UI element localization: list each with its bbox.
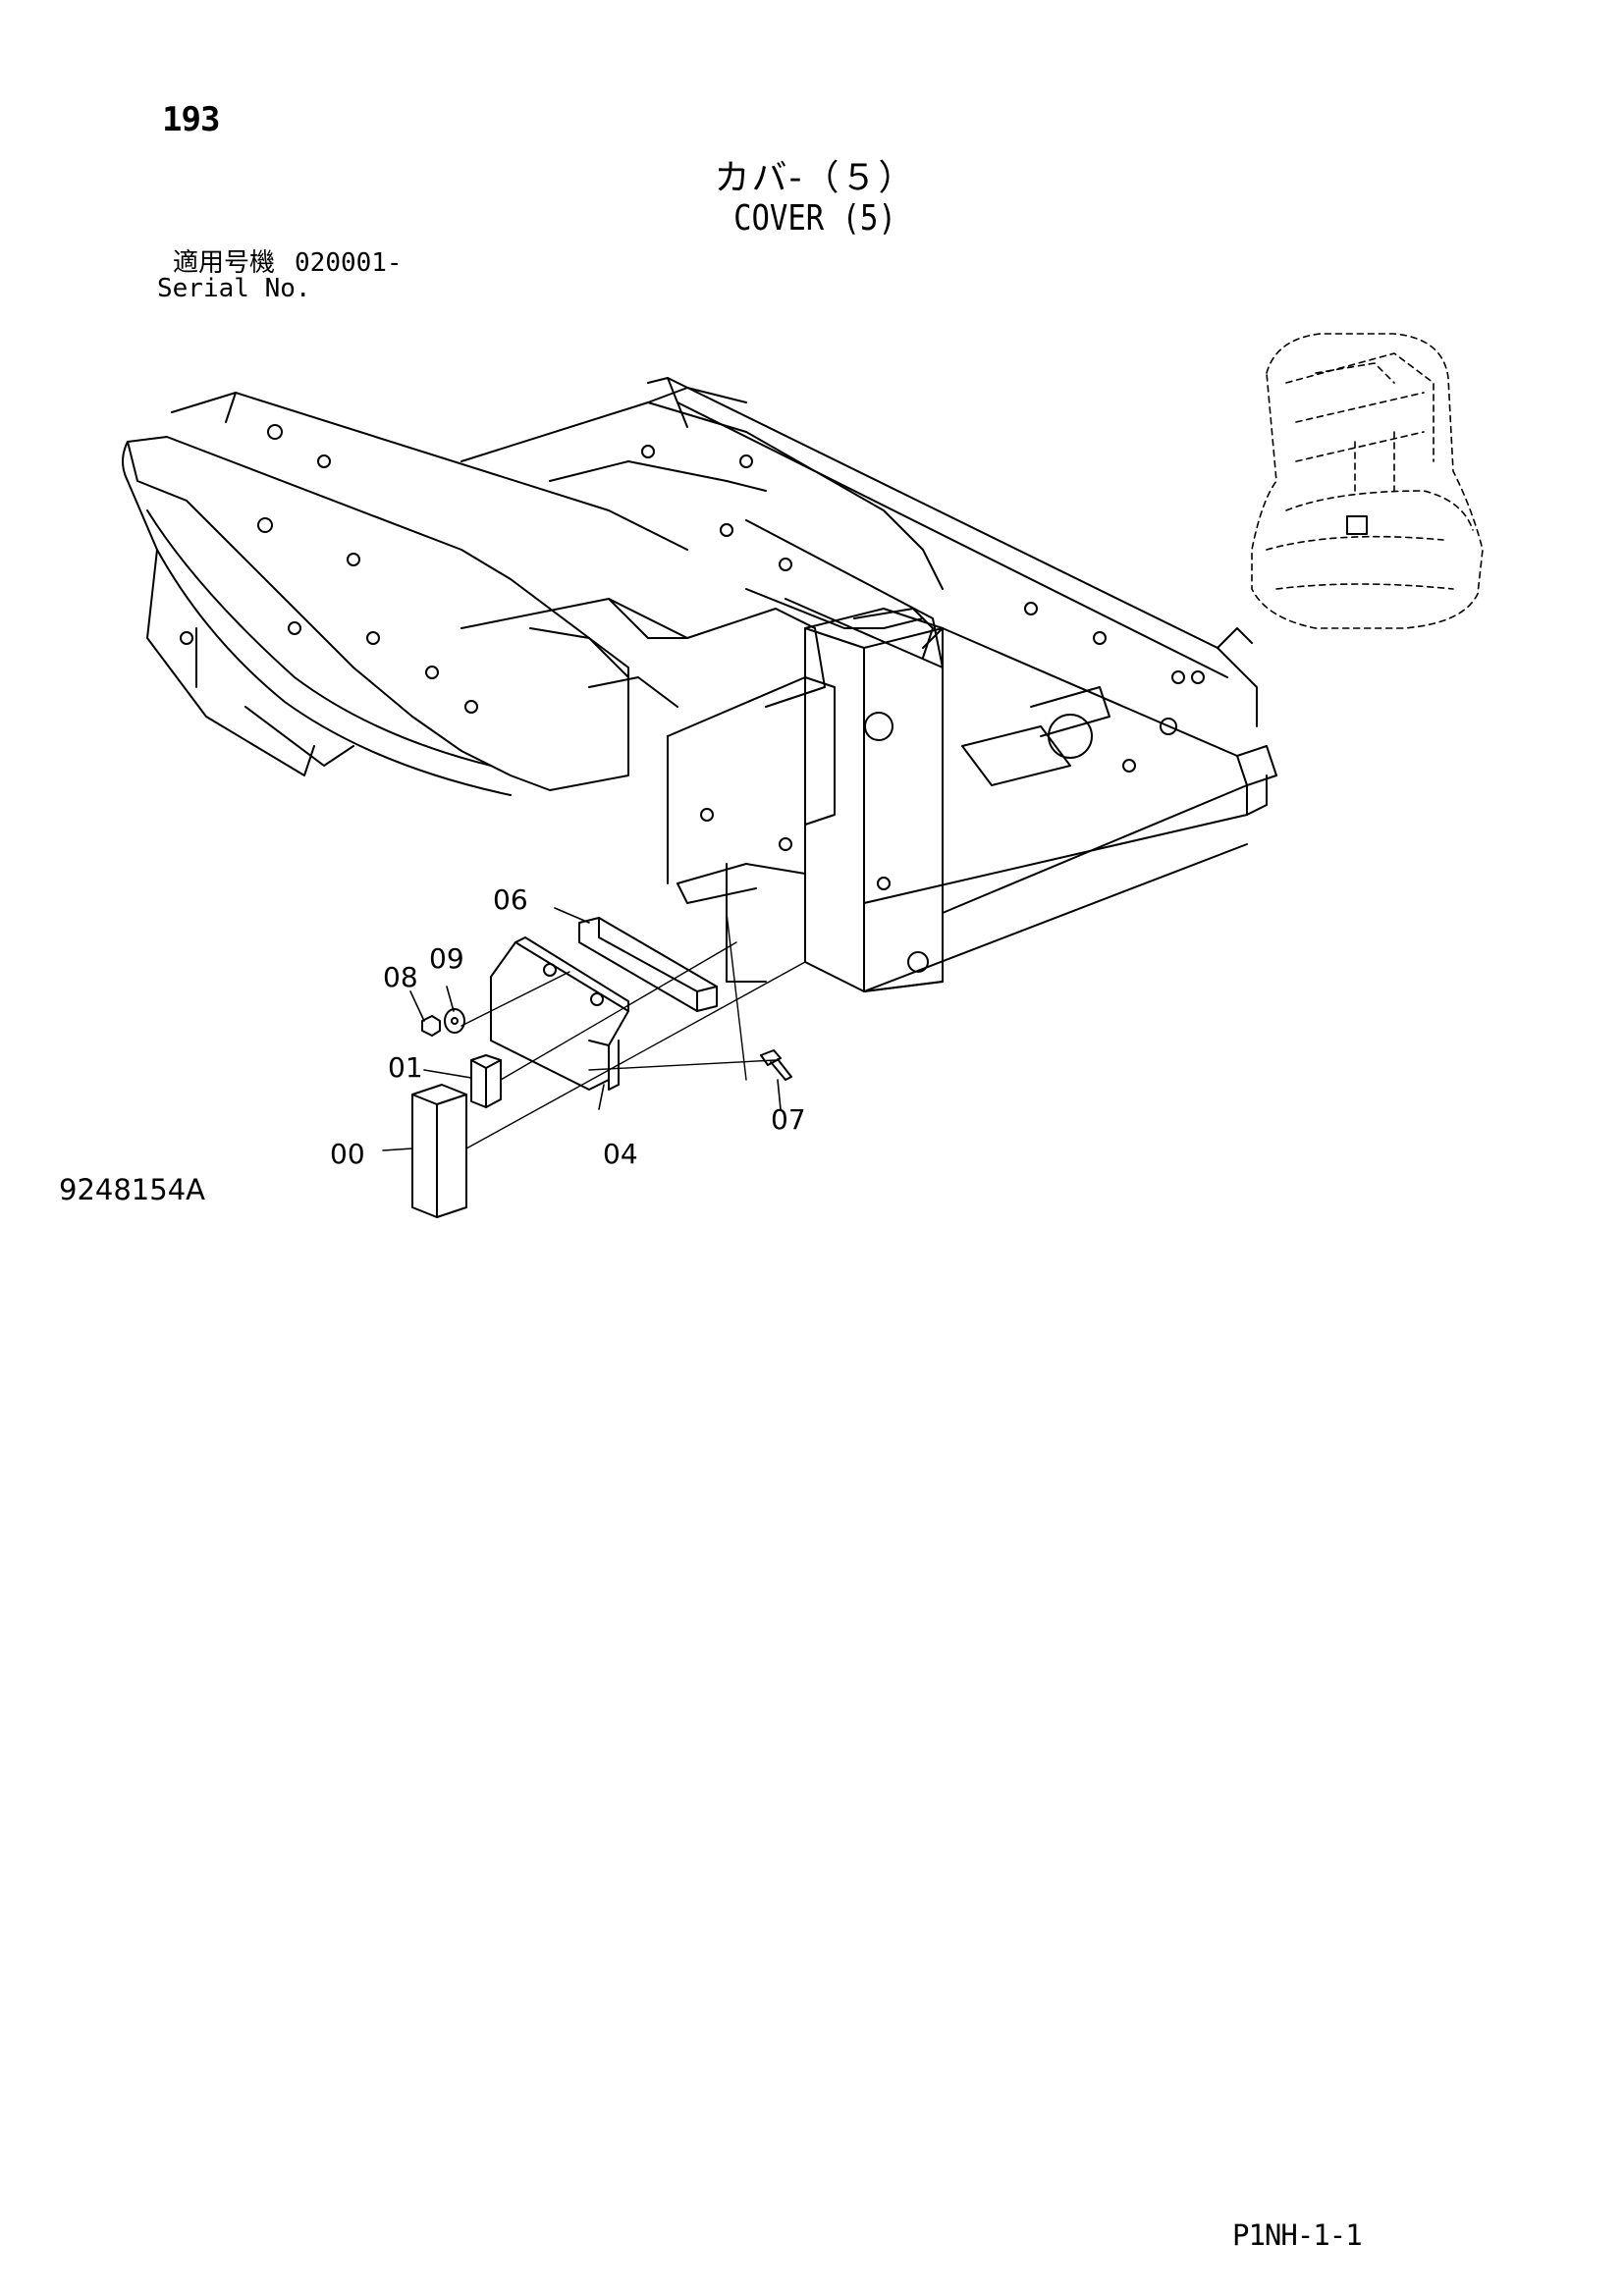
title-japanese: カバ-（５） (714, 158, 916, 198)
callout-07: 07 (771, 1103, 806, 1136)
frame-arm-bracket (460, 598, 826, 708)
part-06-bar (578, 917, 718, 1012)
machine-highlight-part (1346, 515, 1368, 535)
part-07-bolt (760, 1049, 792, 1081)
serial-label-japanese: 適用号機 (173, 248, 276, 278)
frame-left-plate (122, 392, 688, 796)
frame-right-rail (863, 627, 1277, 992)
part-00-pad (411, 1084, 467, 1218)
drawing-number: 9248154A (59, 1173, 205, 1206)
callout-01: 01 (388, 1051, 423, 1084)
serial-block: 適用号機 020001- Serial No. (157, 250, 403, 301)
callout-09: 09 (429, 942, 464, 975)
callout-08: 08 (383, 961, 418, 993)
page-code: P1NH-1-1 (1232, 2218, 1363, 2252)
callout-06: 06 (493, 883, 528, 916)
serial-value: 020001- (295, 248, 403, 278)
frame-deck (460, 377, 1258, 727)
callout-leaders (382, 907, 782, 1151)
page-number: 193 (162, 100, 220, 139)
serial-label-english: Serial No. (157, 274, 311, 303)
callout-04: 04 (603, 1138, 638, 1170)
machine-reference-view (1251, 333, 1484, 629)
assembly-lines (460, 912, 806, 1149)
frame-center-post (667, 608, 944, 992)
part-08-nut (421, 1015, 441, 1037)
callout-00: 00 (330, 1138, 365, 1170)
frame-bolt-holes (180, 424, 1205, 714)
title-english: COVER (5) (733, 198, 896, 239)
parts-diagram: 06 09 08 01 04 00 07 (122, 333, 1484, 1218)
part-01-block (470, 1054, 502, 1108)
part-09-washer (444, 1008, 465, 1034)
part-04-bracket (490, 936, 629, 1091)
callout-labels: 06 09 08 01 04 00 07 (330, 883, 806, 1170)
